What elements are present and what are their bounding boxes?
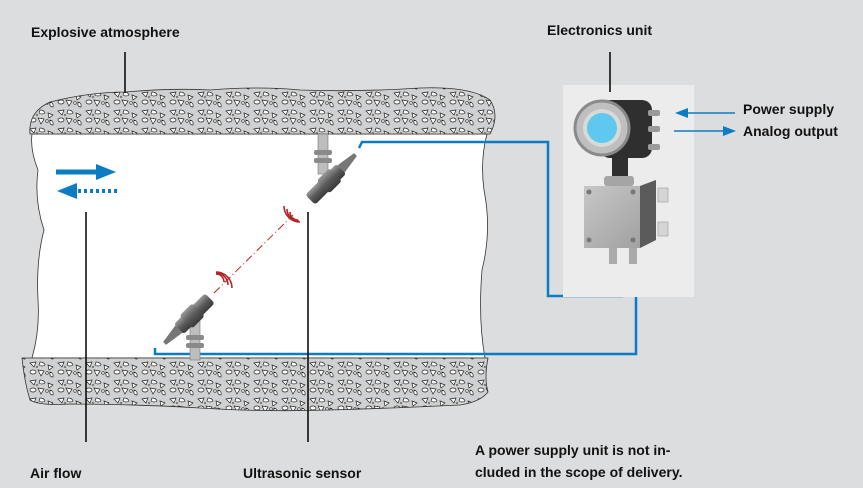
pipe-interior bbox=[31, 133, 488, 359]
pipe-wall-bottom bbox=[21, 357, 489, 412]
label-ultrasonic-sensor: Ultrasonic sensor bbox=[243, 465, 362, 481]
display-window bbox=[587, 113, 617, 143]
label-electronics-unit: Electronics unit bbox=[547, 22, 653, 38]
flow-arrow-forward-head bbox=[96, 164, 116, 180]
label-power-supply: Power supply bbox=[743, 101, 835, 117]
upper-sensor-mount bbox=[314, 133, 332, 175]
note-line-2: cluded in the scope of delivery. bbox=[475, 464, 683, 480]
cable-lower-sensor bbox=[153, 262, 638, 356]
pipe-wall-top bbox=[29, 87, 496, 135]
sound-waves-upper bbox=[283, 205, 301, 223]
analog-output-arrow-head bbox=[723, 126, 736, 136]
ultrasonic-sensor-lower bbox=[163, 294, 214, 345]
flow-arrow-back-head bbox=[57, 183, 77, 199]
label-explosive-atmosphere: Explosive atmosphere bbox=[31, 24, 180, 40]
label-air-flow: Air flow bbox=[30, 465, 82, 481]
ultrasonic-sensor-upper bbox=[306, 153, 357, 204]
sound-waves-lower bbox=[215, 271, 233, 289]
label-analog-output: Analog output bbox=[743, 123, 838, 139]
power-supply-arrow-head bbox=[675, 108, 688, 118]
electronics-unit bbox=[573, 99, 669, 264]
note-line-1: A power supply unit is not in- bbox=[475, 442, 671, 458]
